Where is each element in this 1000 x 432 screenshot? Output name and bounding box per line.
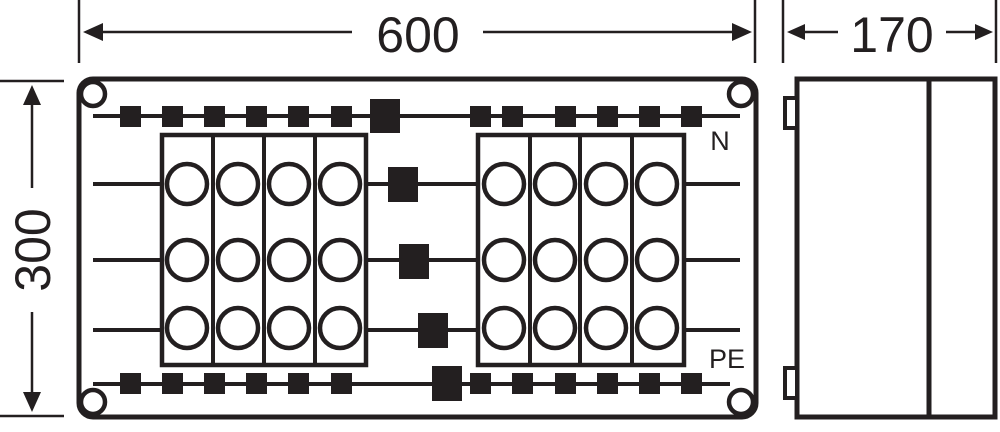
arrow-right-icon: [975, 24, 993, 40]
breaker-block-right: [475, 132, 687, 368]
front-view: [76, 76, 759, 420]
height-dimension-label: 300: [5, 208, 61, 291]
arrow-up-icon: [23, 85, 41, 105]
neutral-bus-label: N: [710, 126, 730, 156]
side-outline: [794, 76, 998, 420]
arrow-left-icon: [83, 23, 103, 41]
breaker-block-left: [159, 132, 369, 368]
depth-dimension-label: 170: [850, 7, 933, 63]
corner-screw-icon: [726, 387, 756, 417]
phase-terminal-l1: [388, 167, 418, 202]
corner-screw-icon: [78, 387, 108, 417]
neutral-busbar: [93, 99, 740, 133]
phase-terminal-l2: [399, 244, 429, 279]
corner-screw-icon: [726, 79, 756, 109]
hinge-icon: [783, 96, 799, 130]
hinge-icon: [783, 366, 799, 400]
depth-dimension: [781, 0, 998, 63]
corner-screw-icon: [78, 79, 108, 109]
main-terminal: [432, 366, 462, 401]
width-dimension-label: 600: [376, 7, 459, 63]
arrow-left-icon: [787, 24, 805, 40]
main-terminal: [370, 99, 400, 133]
arrow-down-icon: [23, 392, 41, 412]
arrow-right-icon: [732, 23, 752, 41]
width-dimension: [77, 0, 757, 63]
phase-terminal-l3: [418, 313, 448, 348]
height-dimension: [0, 79, 64, 418]
terminal-circles: [164, 161, 363, 351]
earth-bus-label: PE: [709, 344, 745, 374]
enclosure-outline: [76, 76, 759, 420]
side-view: [783, 76, 998, 420]
terminal-circles: [481, 161, 680, 351]
earth-busbar: [93, 366, 730, 401]
